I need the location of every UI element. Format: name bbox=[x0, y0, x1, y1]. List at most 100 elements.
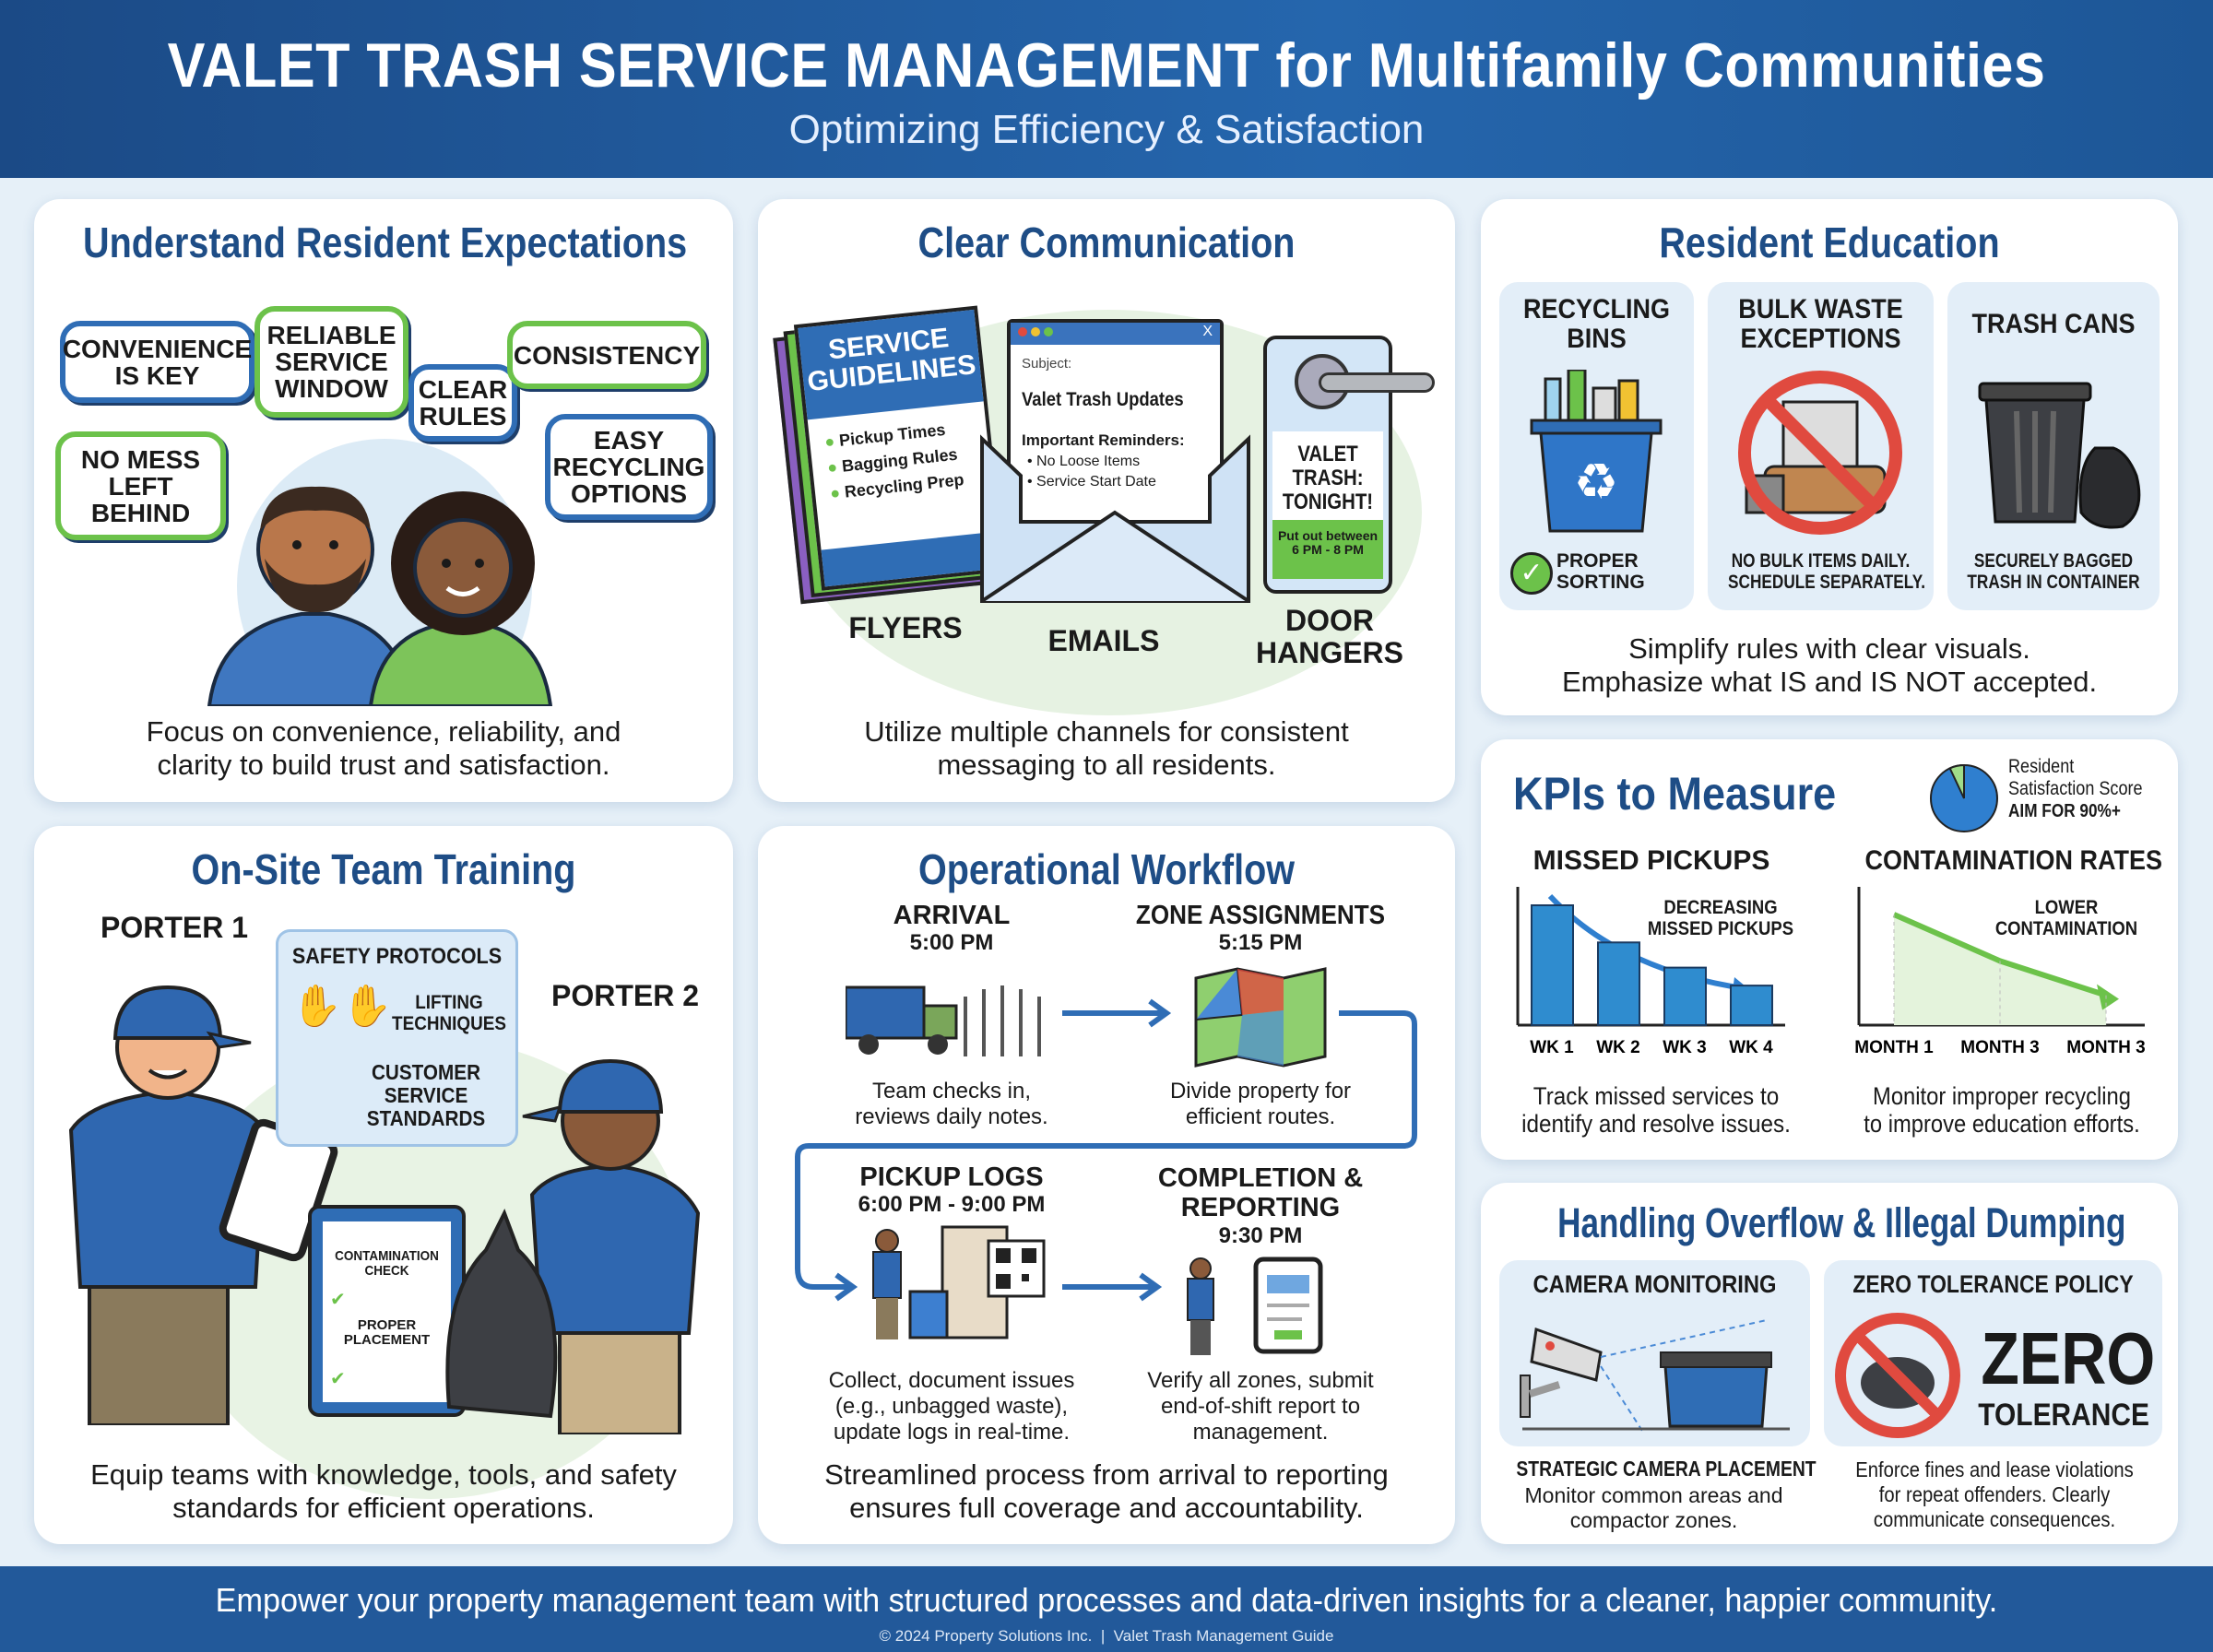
tick-label: WK 2 bbox=[1596, 1038, 1640, 1057]
trend-arrowhead bbox=[2097, 984, 2119, 1010]
missed-caption: Track missed services to identify and re… bbox=[1521, 1082, 1791, 1138]
step-completion-time: 9:30 PM bbox=[1218, 1223, 1303, 1248]
channel-label-flyers: FLYERS bbox=[848, 611, 963, 644]
camera-monitoring-panel: CAMERA MONITORING bbox=[1499, 1260, 1810, 1446]
zero-badge-small: TOLERANCE bbox=[1978, 1398, 2149, 1433]
tick-label: WK 1 bbox=[1530, 1038, 1574, 1057]
panel-note: NO BULK ITEMS DAILY. SCHEDULE SEPARATELY… bbox=[1728, 550, 1926, 593]
bubble-no-mess: NO MESS LEFT BEHIND bbox=[55, 431, 226, 540]
contamination-annotation: LOWER CONTAMINATION bbox=[1994, 897, 2138, 939]
panel-note: PROPER SORTING bbox=[1556, 550, 1645, 593]
svg-text:♻: ♻ bbox=[1574, 454, 1618, 510]
clipboard-illustration: CONTAMINATION CHECK ✔ PROPER PLACEMENT ✔ bbox=[308, 1205, 466, 1417]
no-dumping-icon bbox=[1835, 1313, 1960, 1438]
safety-title: SAFETY PROTOCOLS bbox=[291, 944, 503, 969]
page-subtitle: Optimizing Efficiency & Satisfaction bbox=[788, 107, 1425, 152]
card-caption: Equip teams with knowledge, tools, and s… bbox=[90, 1458, 677, 1524]
email-illustration: X Subject: Valet Trash Updates Important… bbox=[980, 319, 1250, 605]
email-subject-label: Subject: bbox=[1022, 356, 1072, 372]
panel-heading: ZERO TOLERANCE POLICY bbox=[1852, 1270, 2134, 1298]
email-reminder: • No Loose Items bbox=[1027, 454, 1141, 469]
panel-note: SECURELY BAGGED TRASH IN CONTAINER bbox=[1967, 550, 2140, 593]
report-tablet-icon bbox=[1187, 1257, 1323, 1355]
envelope-icon bbox=[980, 434, 1250, 603]
bubble-easy-recycling: EASY RECYCLING OPTIONS bbox=[545, 414, 713, 520]
pickup-qr-icon bbox=[872, 1225, 1046, 1339]
card-caption: Streamlined process from arrival to repo… bbox=[824, 1458, 1389, 1524]
step-zones-name: ZONE ASSIGNMENTS bbox=[1135, 901, 1386, 930]
bubble-consistency: CONSISTENCY bbox=[507, 321, 706, 389]
card-title: Resident Education bbox=[1659, 218, 2000, 266]
safety-item: LIFTING TECHNIQUES bbox=[392, 992, 506, 1034]
zero-badge-big: ZERO bbox=[1981, 1317, 2156, 1399]
tick-label: MONTH 3 bbox=[1960, 1038, 2040, 1057]
missed-pickups-chart: WK 1 WK 2 WK 3 WK 4 bbox=[1516, 887, 1785, 1057]
tick-label: MONTH 3 bbox=[2066, 1038, 2146, 1057]
satisfaction-target: AIM FOR 90%+ bbox=[2008, 801, 2121, 821]
footer-banner: Empower your property management team wi… bbox=[0, 1566, 2213, 1652]
workflow-arrows bbox=[795, 998, 1417, 1302]
bar-wk-2 bbox=[1597, 941, 1640, 1026]
step-pickup-time: 6:00 PM - 9:00 PM bbox=[858, 1192, 1046, 1217]
camera-subheading: STRATEGIC CAMERA PLACEMENT bbox=[1516, 1457, 1817, 1481]
kpis-card: KPIs to Measure Resident Satisfaction Sc… bbox=[1481, 739, 2178, 1160]
security-camera-icon bbox=[1520, 1319, 1790, 1432]
page-title: VALET TRASH SERVICE MANAGEMENT for Multi… bbox=[167, 30, 2046, 100]
safety-item: CUSTOMER SERVICE STANDARDS bbox=[366, 1060, 486, 1130]
door-hanger-illustration: VALET TRASH: TONIGHT! Put out between 6 … bbox=[1263, 336, 1435, 594]
card-caption: Focus on convenience, reliability, and c… bbox=[146, 715, 621, 781]
card-title: Operational Workflow bbox=[917, 845, 1296, 893]
email-reminder: • Service Start Date bbox=[1027, 474, 1156, 490]
card-caption: Simplify rules with clear visuals. Empha… bbox=[1561, 632, 2098, 698]
recycling-bin-icon: ♻ bbox=[1530, 370, 1663, 533]
tick-label: WK 4 bbox=[1729, 1038, 1773, 1057]
clipboard-item: CONTAMINATION CHECK bbox=[335, 1248, 439, 1280]
panel-heading: BULK WASTE EXCEPTIONS bbox=[1738, 294, 1903, 355]
channel-label-door-hangers: DOOR HANGERS bbox=[1255, 604, 1403, 669]
bubble-convenience: CONVENIENCE IS KEY bbox=[60, 321, 254, 403]
contamination-title: CONTAMINATION RATES bbox=[1864, 845, 2162, 876]
step-zones-time: 5:15 PM bbox=[1218, 930, 1303, 955]
bar-wk-3 bbox=[1663, 966, 1707, 1026]
workflow-card: Operational Workflow ARRIVAL 5:00 PM Tea… bbox=[758, 826, 1455, 1544]
education-card: Resident Education RECYCLING BINS ♻ ✓ PR… bbox=[1481, 199, 2178, 715]
expectations-card: Understand Resident Expectations CONVENI… bbox=[34, 199, 733, 802]
step-completion-desc: Verify all zones, submit end-of-shift re… bbox=[1147, 1368, 1374, 1445]
trash-can-icon bbox=[1978, 382, 2141, 529]
card-title: KPIs to Measure bbox=[1513, 768, 1837, 820]
satisfaction-legend: Resident Satisfaction Score AIM FOR 90%+ bbox=[2008, 756, 2143, 822]
panel-recycling-bins: RECYCLING BINS ♻ ✓ PROPER SORTING bbox=[1499, 282, 1694, 610]
communication-card: Clear Communication SERVICE GUIDELINES ●… bbox=[758, 199, 1455, 802]
porter-2-label: PORTER 2 bbox=[551, 979, 700, 1012]
porter-2-illustration bbox=[445, 1058, 701, 1434]
contamination-caption: Monitor improper recycling to improve ed… bbox=[1864, 1082, 2140, 1138]
bar-wk-1 bbox=[1531, 904, 1574, 1026]
panel-trash-cans: TRASH CANS SECURELY BAGGED TRASH IN CONT… bbox=[1947, 282, 2160, 610]
header-banner: VALET TRASH SERVICE MANAGEMENT for Multi… bbox=[0, 0, 2213, 178]
card-title: Clear Communication bbox=[917, 218, 1296, 266]
panel-bulk-waste: BULK WASTE EXCEPTIONS NO BULK ITEMS DAIL… bbox=[1708, 282, 1934, 610]
footer-copyright: © 2024 Property Solutions Inc. | Valet T… bbox=[879, 1627, 1334, 1645]
step-arrival-desc: Team checks in, reviews daily notes. bbox=[855, 1079, 1048, 1129]
panel-heading: TRASH CANS bbox=[1971, 309, 2136, 339]
tick-label: WK 3 bbox=[1663, 1038, 1707, 1057]
step-pickup-name: PICKUP LOGS bbox=[859, 1162, 1044, 1192]
camera-desc: Monitor common areas and compactor zones… bbox=[1524, 1483, 1783, 1532]
satisfaction-pie-chart bbox=[1930, 763, 1998, 832]
zero-tolerance-panel: ZERO TOLERANCE POLICY ZERO TOLERANCE bbox=[1824, 1260, 2162, 1446]
tick-label: MONTH 1 bbox=[1854, 1038, 1934, 1057]
flyer-heading: SERVICE GUIDELINES bbox=[798, 309, 984, 420]
pie-slice-other bbox=[1948, 763, 1965, 799]
bar-wk-4 bbox=[1730, 985, 1773, 1026]
bubble-reliable-window: RELIABLE SERVICE WINDOW bbox=[254, 306, 408, 418]
step-zones-desc: Divide property for efficient routes. bbox=[1169, 1079, 1352, 1129]
porter-1-label: PORTER 1 bbox=[101, 911, 249, 944]
zero-desc: Enforce fines and lease violations for r… bbox=[1855, 1457, 2134, 1531]
bubble-clear-rules: CLEAR RULES bbox=[408, 364, 517, 442]
panel-heading: RECYCLING BINS bbox=[1522, 294, 1671, 355]
hanger-note: Put out between 6 PM - 8 PM bbox=[1272, 520, 1383, 579]
hanger-heading: VALET TRASH: TONIGHT! bbox=[1282, 442, 1374, 514]
gloves-icon: ✋✋ bbox=[291, 984, 393, 1029]
email-subject: Valet Trash Updates bbox=[1022, 389, 1184, 410]
truck-gate-icon bbox=[846, 985, 1041, 1056]
